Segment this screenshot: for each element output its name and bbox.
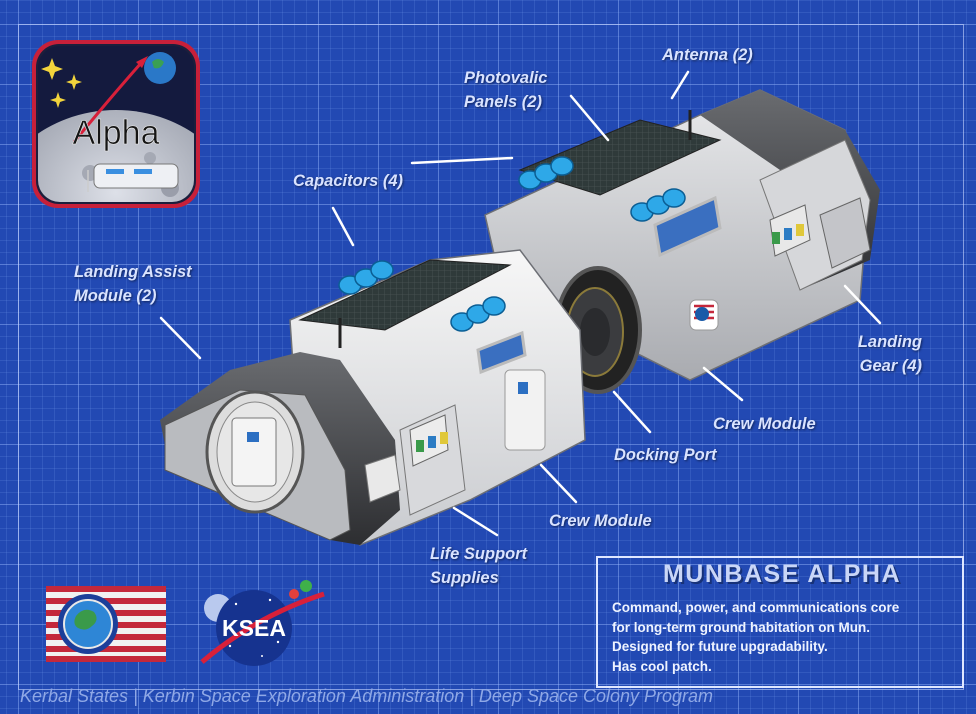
blueprint-frame xyxy=(18,24,964,690)
kerbal-states-flag xyxy=(46,586,166,662)
label-antenna: Antenna (2) xyxy=(662,46,753,64)
label-landing-gear-line1: Landing xyxy=(857,333,922,351)
ksea-logo-text: KSEA xyxy=(222,615,286,641)
label-life-support-line2: Supplies xyxy=(430,569,499,587)
capacitors xyxy=(338,156,686,332)
label-landing-assist: Landing Assist Module (2) xyxy=(74,260,192,308)
info-title: MUNBASE ALPHA xyxy=(662,560,902,588)
label-docking-port: Docking Port xyxy=(614,446,717,464)
info-line: for long-term ground habitation on Mun. xyxy=(612,619,870,635)
info-line: Command, power, and communications core xyxy=(612,600,900,615)
info-description: Command, power, and communications core … xyxy=(612,598,957,676)
label-photovalic-line2: Panels (2) xyxy=(464,93,542,111)
label-capacitors: Capacitors (4) xyxy=(293,172,404,190)
label-crew-module-bottom: Crew Module xyxy=(549,512,652,530)
info-box xyxy=(596,556,964,688)
label-life-support: Life Support Supplies xyxy=(430,542,527,590)
label-landing-assist-line1: Landing Assist xyxy=(74,263,192,281)
label-photovalic: Photovalic Panels (2) xyxy=(464,66,547,114)
label-photovalic-line1: Photovalic xyxy=(464,69,548,87)
front-crew-module xyxy=(160,249,586,546)
label-landing-gear-line2: Gear (4) xyxy=(859,357,922,375)
patch-title: Alpha xyxy=(73,114,160,152)
mission-patch: Alpha xyxy=(32,40,200,208)
label-landing-assist-line2: Module (2) xyxy=(74,287,157,305)
label-life-support-line1: Life Support xyxy=(430,545,528,563)
solar-panel-rear xyxy=(518,119,722,196)
info-line: Designed for future upgradability. xyxy=(612,639,828,654)
solar-panel-front xyxy=(298,259,512,331)
label-landing-gear: Landing Gear (4) xyxy=(820,330,922,378)
info-line: Has cool patch. xyxy=(612,658,712,674)
ksea-logo: KSEA xyxy=(200,580,325,666)
footer-credit: Kerbal States | Kerbin Space Exploration… xyxy=(20,686,714,706)
label-crew-module-right: Crew Module xyxy=(713,415,816,433)
